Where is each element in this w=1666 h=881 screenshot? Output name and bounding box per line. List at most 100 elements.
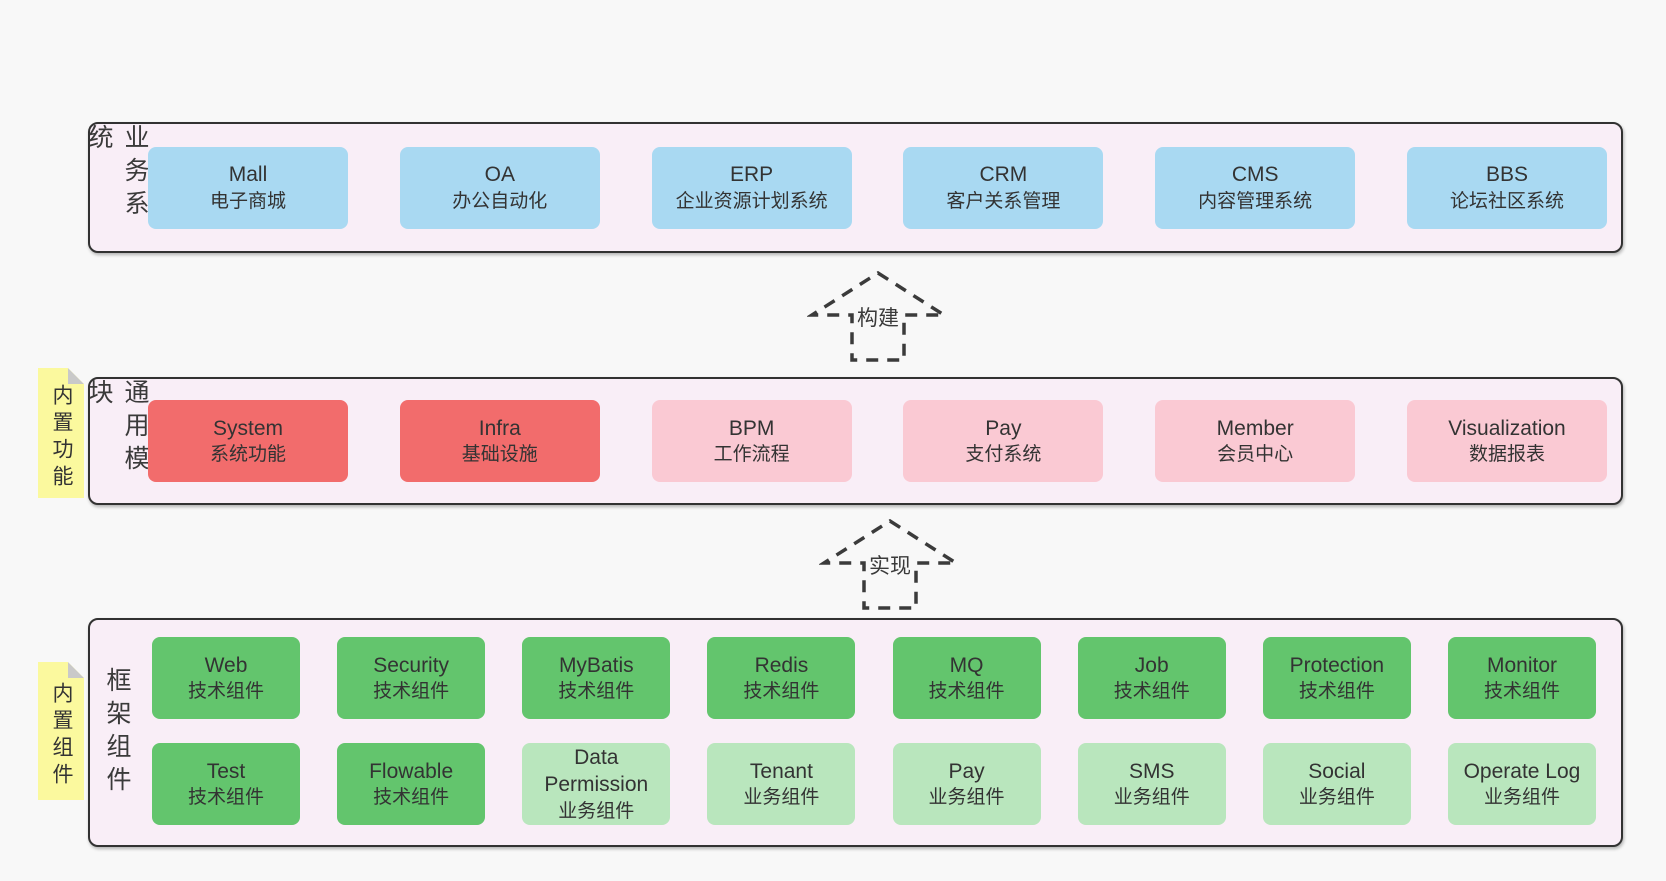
component-title: Security [373,653,450,677]
module-subtitle: 办公自动化 [452,190,548,212]
module-subtitle: 会员中心 [1217,444,1294,466]
module-box-mall: Mall 电子商城 [148,146,348,229]
component-title: Job [1134,653,1169,677]
module-title: CRM [979,163,1028,187]
component-box-data-permission: Data Permission 业务组件 [522,743,671,825]
build-arrow: 构建 [807,271,949,363]
module-box-crm: CRM 客户关系管理 [903,146,1104,229]
component-subtitle: 技术组件 [1483,681,1560,703]
module-title: OA [484,163,515,187]
component-subtitle: 技术组件 [1298,681,1375,703]
module-box-member: Member 会员中心 [1155,400,1356,482]
component-title: Tenant [749,759,813,783]
module-title: Member [1216,416,1294,440]
component-box-protection: Protection 技术组件 [1262,637,1411,719]
component-title: SMS [1128,759,1175,783]
component-subtitle: 技术组件 [928,681,1005,703]
component-title: MyBatis [558,653,634,677]
module-subtitle: 企业资源计划系统 [675,190,828,212]
component-subtitle: 业务组件 [928,787,1005,809]
module-subtitle: 基础设施 [461,444,538,466]
module-box-oa: OA 办公自动化 [399,146,600,229]
component-box-social: Social 业务组件 [1262,743,1411,825]
module-subtitle: 内容管理系统 [1198,190,1313,212]
component-title: MQ [949,653,984,677]
component-title: Monitor [1486,653,1557,677]
business-systems-row: Mall 电子商城 OA 办公自动化 ERP 企业资源计划系统 CRM 客户关系… [148,146,1607,229]
component-title: Test [206,759,246,783]
component-box-redis: Redis 技术组件 [707,637,856,719]
component-subtitle: 业务组件 [1483,787,1560,809]
module-subtitle: 系统功能 [209,444,286,466]
module-title: Mall [228,163,268,187]
component-box-operate-log: Operate Log 业务组件 [1447,743,1596,825]
module-title: Infra [478,416,521,440]
module-title: BPM [728,416,775,440]
component-subtitle: 技术组件 [743,681,820,703]
section-common-modules: 通用模块 System 系统功能 Infra 基础设施 BPM 工作流程 Pay… [85,377,1623,505]
module-box-visualization: Visualization 数据报表 [1406,400,1607,482]
build-arrow-label: 构建 [854,301,902,333]
implement-arrow: 实现 [819,519,961,611]
module-box-bbs: BBS 论坛社区系统 [1406,146,1607,229]
module-title: Visualization [1448,416,1566,440]
component-subtitle: 业务组件 [1298,787,1375,809]
component-box-tenant: Tenant 业务组件 [707,743,856,825]
module-subtitle: 工作流程 [713,444,790,466]
module-subtitle: 客户关系管理 [946,190,1061,212]
component-subtitle: 技术组件 [187,787,264,809]
framework-components-row-2: Test 技术组件 Flowable 技术组件 Data Permission … [152,743,1596,825]
folded-corner-icon [68,662,84,678]
component-box-web: Web 技术组件 [152,637,300,719]
component-subtitle: 业务组件 [1113,787,1190,809]
sticky-note-text: 内置功能 [50,384,73,492]
component-box-job: Job 技术组件 [1077,637,1226,719]
module-title: Pay [985,416,1022,440]
component-subtitle: 业务组件 [743,787,820,809]
sticky-note-built-in-components: 内置组件 [38,662,84,800]
component-title: Data Permission [544,745,649,797]
component-box-monitor: Monitor 技术组件 [1447,637,1596,719]
up-arrow-icon [819,519,961,610]
component-box-security: Security 技术组件 [337,637,486,719]
section-common-modules-label: 通用模块 [85,379,149,478]
component-subtitle: 技术组件 [373,787,450,809]
up-arrow-icon [807,271,949,362]
component-box-mybatis: MyBatis 技术组件 [522,637,671,719]
framework-components-row-1: Web 技术组件 Security 技术组件 MyBatis 技术组件 Redi… [152,637,1596,719]
section-business-systems-label: 业务系统 [85,124,149,223]
component-title: Redis [754,653,809,677]
sticky-note-built-in-features: 内置功能 [38,368,84,498]
component-subtitle: 技术组件 [373,681,450,703]
component-title: Operate Log [1463,759,1581,783]
component-subtitle: 技术组件 [1113,681,1190,703]
module-subtitle: 论坛社区系统 [1449,190,1564,212]
module-box-pay: Pay 支付系统 [903,400,1104,482]
module-title: BBS [1485,163,1528,187]
module-box-erp: ERP 企业资源计划系统 [651,146,852,229]
component-box-sms: SMS 业务组件 [1077,743,1226,825]
component-title: Web [204,653,248,677]
section-business-systems: 业务系统 Mall 电子商城 OA 办公自动化 ERP 企业资源计划系统 CRM… [85,122,1623,253]
module-subtitle: 支付系统 [965,444,1042,466]
component-title: Social [1308,759,1366,783]
module-subtitle: 数据报表 [1468,444,1545,466]
component-box-mq: MQ 技术组件 [892,637,1041,719]
implement-arrow-label: 实现 [866,549,914,581]
module-subtitle: 电子商城 [209,190,286,212]
module-box-bpm: BPM 工作流程 [651,400,852,482]
module-box-infra: Infra 基础设施 [399,400,600,482]
component-box-flowable: Flowable 技术组件 [337,743,486,825]
component-subtitle: 业务组件 [558,801,635,823]
component-box-test: Test 技术组件 [152,743,300,825]
component-title: Protection [1289,653,1385,677]
component-title: Flowable [369,759,454,783]
section-framework-components: 框架组件 Web 技术组件 Security 技术组件 MyBatis 技术组件… [88,618,1623,847]
module-title: CMS [1231,163,1279,187]
component-title: Pay [948,759,985,783]
module-box-system: System 系统功能 [148,400,348,482]
component-box-pay: Pay 业务组件 [892,743,1041,825]
module-title: System [212,416,283,440]
component-subtitle: 技术组件 [187,681,264,703]
